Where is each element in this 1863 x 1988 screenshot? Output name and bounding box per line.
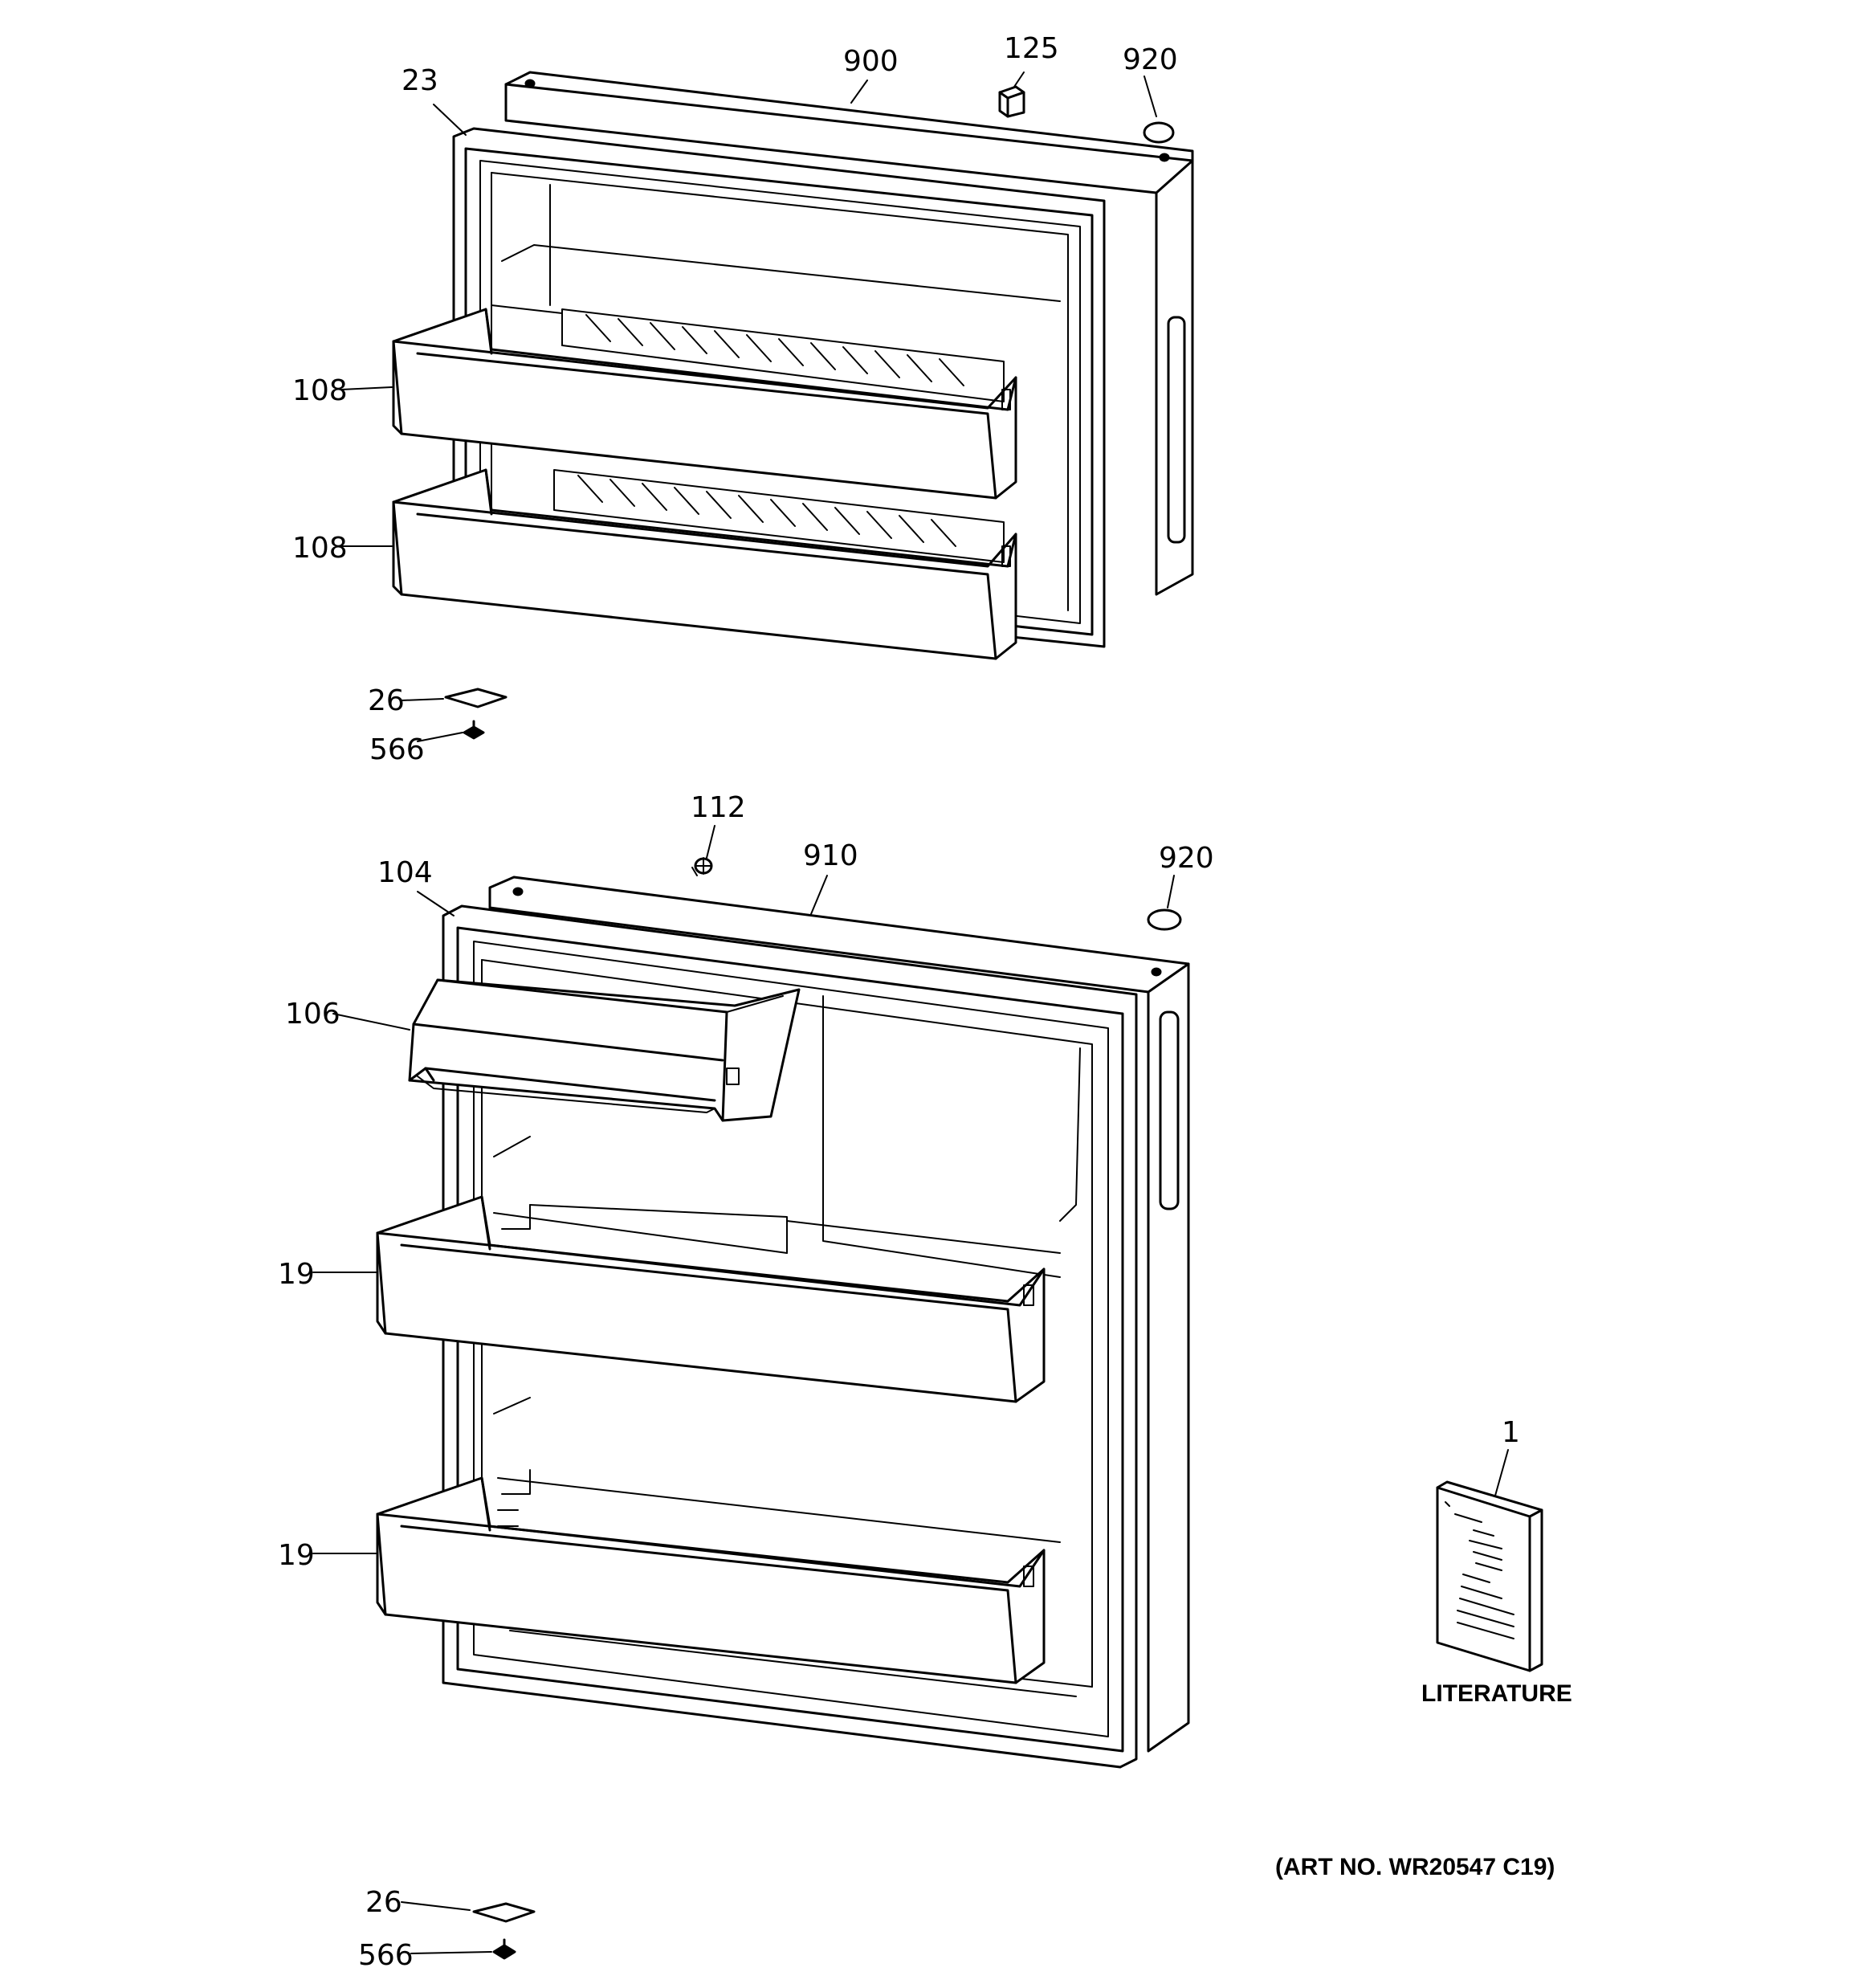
leader-910 bbox=[810, 875, 828, 915]
callout-112: 112 bbox=[691, 791, 746, 824]
leader-900 bbox=[850, 80, 868, 104]
callout-125: 125 bbox=[1004, 32, 1059, 65]
callout-900: 900 bbox=[843, 45, 899, 78]
leader-26-top bbox=[401, 698, 444, 701]
leader-108-a bbox=[340, 386, 393, 390]
leader-23 bbox=[433, 104, 467, 136]
callout-104: 104 bbox=[377, 856, 433, 889]
freezer-door-shelf-upper bbox=[392, 308, 1017, 500]
leader-106 bbox=[332, 1013, 410, 1031]
leader-26-bottom bbox=[401, 1901, 471, 1911]
fresh-food-door-assembly bbox=[312, 825, 1190, 1769]
freezer-ribbed-rack-lower bbox=[553, 469, 1005, 563]
leader-920-top bbox=[1143, 76, 1157, 117]
callout-1: 1 bbox=[1502, 1416, 1520, 1449]
leader-112 bbox=[706, 825, 715, 859]
fresh-food-hinge-hardware bbox=[401, 1901, 536, 1960]
leader-1 bbox=[1494, 1449, 1509, 1496]
leader-566-top bbox=[417, 732, 463, 742]
fresh-food-outer-door-panel bbox=[488, 876, 1190, 1753]
callout-26-top: 26 bbox=[368, 684, 405, 717]
leader-920-bottom bbox=[1167, 875, 1175, 908]
fresh-food-hinge-plug bbox=[1147, 908, 1182, 931]
door-screw bbox=[691, 857, 713, 876]
callout-920-top: 920 bbox=[1123, 43, 1178, 76]
art-number: (ART NO. WR20547 C19) bbox=[1275, 1854, 1555, 1880]
callout-566-bottom: 566 bbox=[358, 1939, 414, 1972]
fresh-food-door-bin-upper bbox=[376, 1195, 1061, 1403]
callout-19-a: 19 bbox=[278, 1258, 315, 1291]
callout-19-b: 19 bbox=[278, 1539, 315, 1572]
dairy-compartment-door bbox=[408, 978, 801, 1122]
freezer-ribbed-rack-upper bbox=[561, 308, 1005, 402]
literature-label: LITERATURE bbox=[1421, 1680, 1572, 1707]
leader-104 bbox=[417, 891, 455, 916]
literature-booklet bbox=[1436, 1449, 1543, 1672]
hinge-bracket-top bbox=[444, 688, 508, 708]
callout-108-a: 108 bbox=[292, 374, 348, 407]
freezer-outer-door-panel bbox=[504, 71, 1194, 596]
freezer-door-assembly bbox=[340, 71, 1194, 660]
leader-566-bottom bbox=[410, 1951, 492, 1954]
fresh-food-door-bin-lower bbox=[376, 1476, 1046, 1684]
freezer-hinge-plug bbox=[1143, 121, 1175, 144]
callout-106: 106 bbox=[285, 998, 340, 1031]
leader-125 bbox=[1013, 71, 1025, 88]
freezer-hinge-hardware bbox=[401, 688, 508, 742]
callout-920-bottom: 920 bbox=[1159, 842, 1214, 875]
freezer-door-shelf-lower bbox=[392, 468, 1017, 660]
hinge-bracket-bottom bbox=[472, 1902, 536, 1923]
freezer-door-stop-block bbox=[998, 85, 1025, 118]
callout-26-bottom: 26 bbox=[365, 1886, 402, 1919]
callout-23: 23 bbox=[402, 64, 438, 97]
callout-910: 910 bbox=[803, 839, 858, 872]
callout-108-b: 108 bbox=[292, 532, 348, 565]
callout-566-top: 566 bbox=[369, 733, 425, 766]
